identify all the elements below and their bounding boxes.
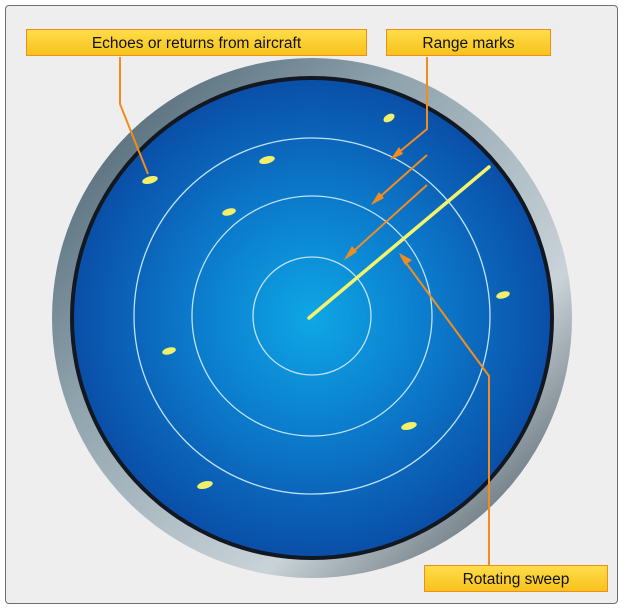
range-marks-callout-label: Range marks: [386, 29, 551, 56]
range-ring-2: [191, 195, 433, 437]
echo: [197, 480, 213, 490]
leader-arrowheads: [344, 147, 412, 265]
echoes-callout-label: Echoes or returns from aircraft: [26, 29, 367, 56]
echoes-leader-line: [119, 57, 149, 175]
range-marks-leader-line-2: [372, 154, 428, 204]
range-marks-leader-line-3: [345, 184, 428, 259]
echo: [142, 175, 158, 185]
arrowhead: [390, 147, 403, 160]
echo: [383, 113, 395, 123]
aircraft-echoes: [142, 113, 510, 490]
range-ring-1: [252, 256, 372, 376]
echo: [222, 208, 236, 216]
arrowhead: [371, 192, 384, 205]
range-ring-3: [133, 137, 491, 495]
radar-scope-screen: [74, 80, 550, 556]
rotating-sweep-line: [307, 165, 491, 320]
echo: [401, 421, 417, 431]
rotating-sweep-callout-label: Rotating sweep: [424, 565, 608, 592]
arrowhead: [344, 246, 357, 260]
echo: [496, 291, 510, 299]
leader-lines: [119, 57, 490, 565]
sweep-leader-line: [400, 255, 490, 565]
range-marks-leader-line-1: [391, 57, 428, 159]
echo: [259, 155, 275, 165]
echo: [162, 347, 176, 355]
arrowhead: [399, 253, 412, 265]
